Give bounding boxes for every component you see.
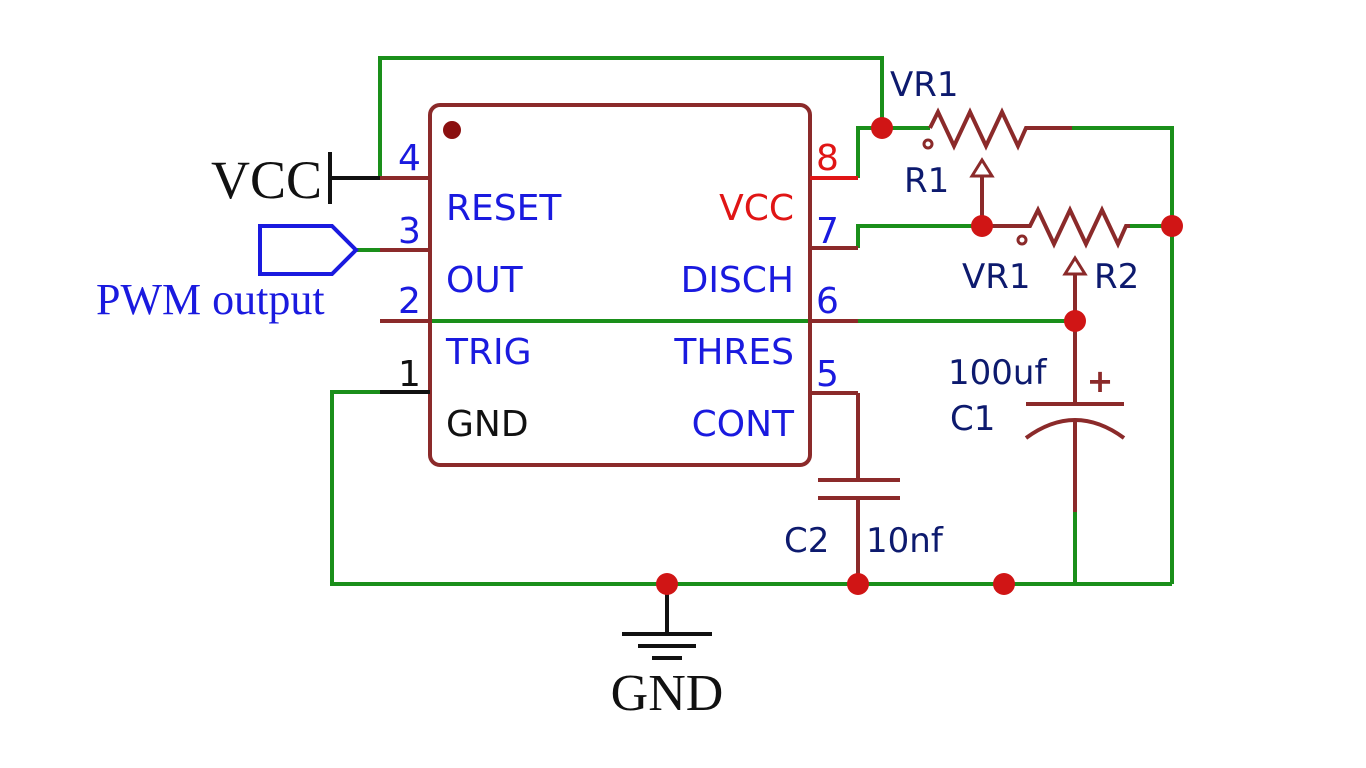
pin-number-3: 3: [398, 211, 421, 252]
pin-number-7: 7: [816, 211, 839, 252]
junction-node-vcc: [871, 117, 893, 139]
junction-node-right-rail: [1161, 215, 1183, 237]
wire-reset-loop: [378, 56, 884, 178]
pin-number-6: 6: [816, 281, 839, 322]
wire-pin7: [856, 224, 982, 248]
r1-part-label: VR1: [890, 65, 959, 105]
r2-ref-label: R2: [1094, 257, 1139, 297]
gnd-symbol: GND: [611, 584, 724, 722]
pin-name-out: OUT: [446, 260, 524, 301]
capacitor-c1: + 100uf C1: [948, 321, 1126, 512]
junction-node-r1-wiper: [971, 215, 993, 237]
pin-name-gnd: GND: [446, 404, 529, 445]
output-port-icon: [258, 224, 359, 276]
junction-node-rail: [993, 573, 1015, 595]
r2-pin1-dot: [1016, 234, 1028, 246]
junction-nodes: [656, 117, 1183, 595]
pin-name-cont: CONT: [692, 404, 795, 445]
ic-555: 4 3 2 1 RESET OUT TRIG GND 8 7 6 5 VCC D…: [380, 103, 858, 467]
gnd-net-label: GND: [611, 665, 724, 722]
r1-ref-label: R1: [904, 161, 949, 201]
r2-part-label: VR1: [962, 257, 1031, 297]
pin-name-trig: TRIG: [445, 332, 532, 373]
c1-value-label: 100uf: [948, 353, 1047, 393]
resistor-r1: VR1 R1: [890, 65, 1072, 226]
pwm-output-label: PWM output: [96, 275, 325, 324]
pin-name-vcc: VCC: [719, 188, 794, 229]
pin1-marker: [443, 121, 461, 139]
pin-name-disch: DISCH: [681, 260, 794, 301]
pin-name-reset: RESET: [446, 188, 562, 229]
c1-ref-label: C1: [950, 399, 995, 439]
c2-ref-label: C2: [784, 521, 829, 561]
r2-wiper-arrow-icon: [1062, 255, 1088, 276]
vcc-symbol: VCC: [211, 150, 380, 210]
pin-number-4: 4: [398, 138, 421, 179]
capacitor-c2: C2 10nf: [784, 393, 944, 584]
wires: [330, 56, 1174, 586]
junction-node-thres: [1064, 310, 1086, 332]
pin-number-8: 8: [816, 138, 839, 179]
c2-value-label: 10nf: [866, 521, 944, 561]
r1-zigzag-icon: [928, 107, 1072, 151]
junction-node-gnd: [656, 573, 678, 595]
r2-zigzag-icon: [982, 205, 1130, 249]
r1-pin1-dot: [922, 138, 934, 150]
c1-plus-icon: +: [1087, 362, 1114, 400]
ic-body: [428, 103, 812, 467]
wire-ground-rail: [330, 390, 1172, 586]
pin-number-5: 5: [816, 354, 839, 395]
junction-node-c2: [847, 573, 869, 595]
resistor-r2: VR1 R2: [962, 205, 1139, 321]
wire-r1-right: [1072, 126, 1174, 584]
pin-number-1: 1: [398, 354, 421, 395]
pwm-output-port: PWM output: [96, 224, 359, 324]
pin-name-thres: THRES: [673, 332, 794, 373]
r1-wiper-arrow-icon: [969, 157, 995, 178]
pin-number-2: 2: [398, 281, 421, 322]
vcc-net-label: VCC: [211, 150, 322, 210]
